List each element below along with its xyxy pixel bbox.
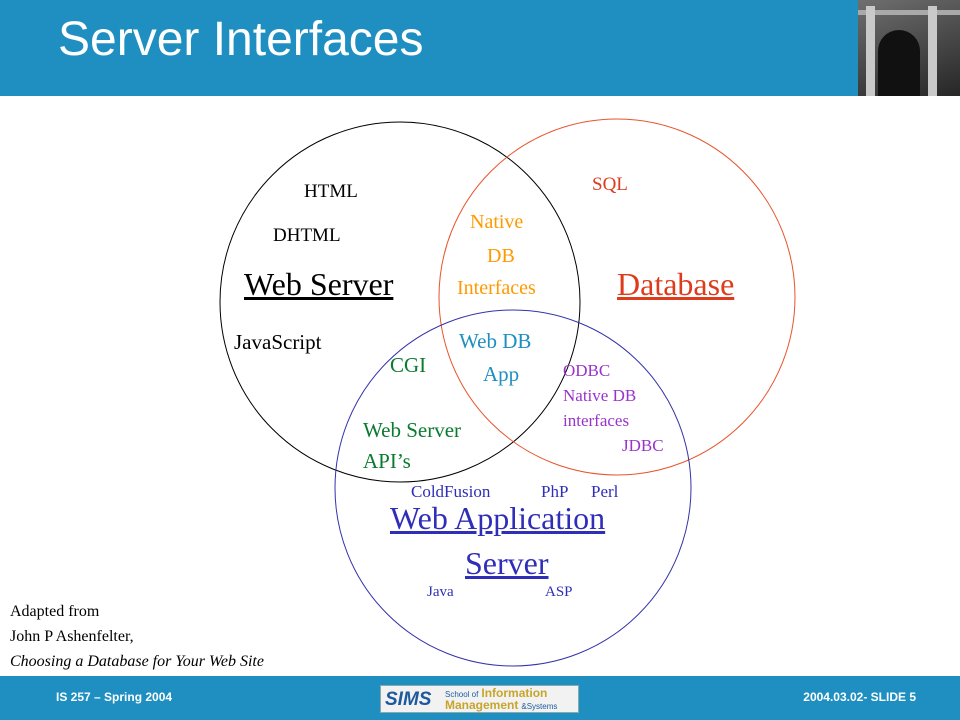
perl-label: Perl <box>591 482 619 501</box>
web-db-label: Web DB <box>459 329 532 353</box>
java-label: Java <box>427 584 454 600</box>
web-server-apis-line1: Web Server <box>363 418 462 442</box>
attribution-line1: Adapted from <box>10 603 100 620</box>
php-label: PhP <box>541 482 569 501</box>
web-application-title: Web Application <box>390 500 606 536</box>
coldfusion-label: ColdFusion <box>411 482 491 501</box>
logo-sims-text: SIMS <box>385 689 432 710</box>
logo-school-of: School of <box>445 690 479 699</box>
app-server-circle <box>334 309 692 667</box>
javascript-label: JavaScript <box>234 330 322 354</box>
logo-and-systems: &Systems <box>521 702 558 711</box>
server-title: Server <box>465 545 549 581</box>
jdbc-label: JDBC <box>622 436 664 455</box>
course-label: IS 257 – Spring 2004 <box>56 690 173 704</box>
sql-label: SQL <box>592 174 628 195</box>
attribution-line2: John P Ashenfelter, <box>10 628 134 645</box>
html-label: HTML <box>304 181 358 202</box>
attribution-line3: Choosing a Database for Your Web Site <box>10 653 264 670</box>
native-db-label: Native DB <box>563 386 637 405</box>
logo-management: Management <box>445 698 519 712</box>
slide-title: Server Interfaces <box>58 13 424 66</box>
asp-label: ASP <box>545 584 573 600</box>
dhtml-label: DHTML <box>273 225 341 246</box>
native-label: Native <box>470 211 524 233</box>
venn-diagram <box>219 118 796 667</box>
cgi-label: CGI <box>390 353 427 377</box>
database-title: Database <box>617 266 735 302</box>
web-server-apis-line2: API’s <box>363 449 411 473</box>
logo-information: Information <box>481 686 548 700</box>
db-label: DB <box>487 245 515 267</box>
title-bar: Server Interfaces <box>0 0 960 96</box>
web-server-circle <box>219 121 581 483</box>
web-server-title: Web Server <box>244 266 394 302</box>
interfaces-purple-label: interfaces <box>563 411 630 430</box>
slide-number: 2004.03.02- SLIDE 5 <box>803 690 916 704</box>
app-label: App <box>483 362 520 386</box>
building-photo <box>858 0 960 96</box>
odbc-label: ODBC <box>563 361 611 380</box>
database-circle <box>438 118 796 476</box>
interfaces-label: Interfaces <box>457 277 536 299</box>
